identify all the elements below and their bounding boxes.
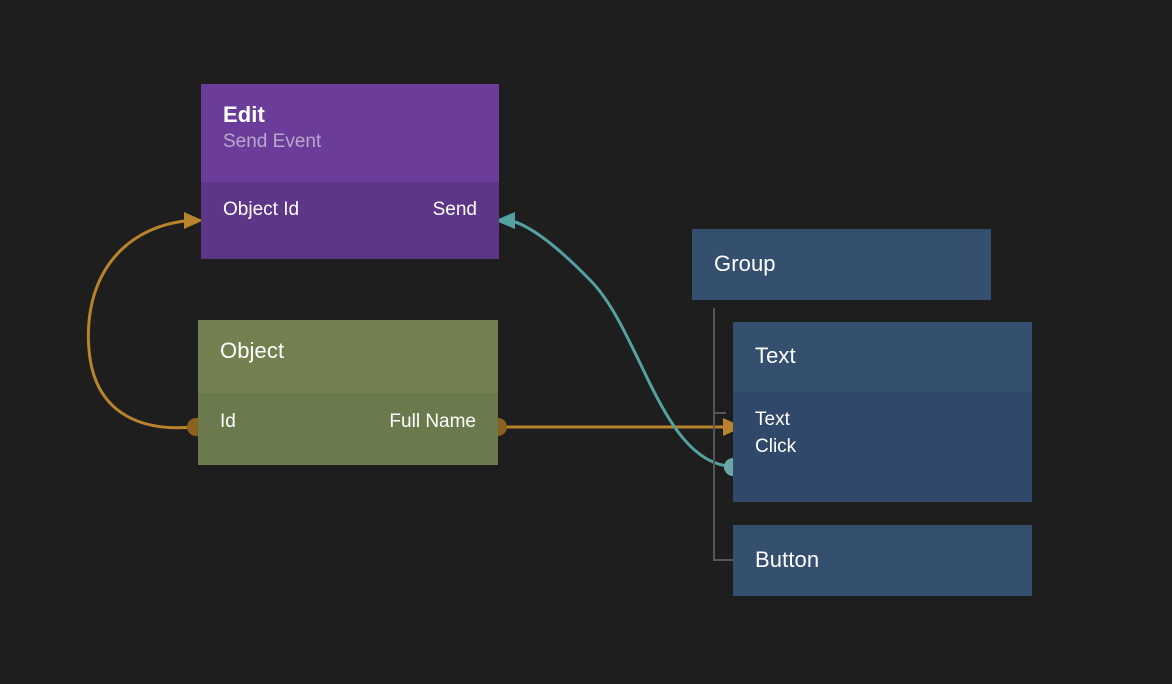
node-object-title: Object <box>220 338 285 363</box>
port-label-object-fullname[interactable]: Full Name <box>389 410 476 432</box>
node-edit-title: Edit <box>223 102 265 127</box>
node-button-title: Button <box>755 547 820 572</box>
node-text[interactable]: Text Text Click <box>733 322 1032 502</box>
node-edit-header: Edit Send Event <box>201 84 499 182</box>
node-text-header: Text <box>733 322 1032 392</box>
tree-line-vertical <box>713 308 715 561</box>
node-text-title: Text <box>755 343 796 368</box>
node-button-header: Button <box>733 525 1032 596</box>
node-group[interactable]: Group <box>692 229 991 300</box>
node-edit-subtitle: Send Event <box>223 131 322 152</box>
node-text-port-row-text: Text <box>733 392 1032 432</box>
node-object-header: Object <box>198 320 498 393</box>
node-group-title: Group <box>714 251 776 276</box>
node-text-body: Text Click <box>733 392 1032 502</box>
port-label-text-click[interactable]: Click <box>755 436 797 457</box>
node-edit-port-row: Object Id Send <box>201 182 499 223</box>
port-label-edit-object-id[interactable]: Object Id <box>223 198 300 220</box>
node-group-header: Group <box>692 229 991 300</box>
node-text-port-row-click: Click <box>733 432 1032 462</box>
port-label-text-text[interactable]: Text <box>755 409 790 430</box>
tree-line-branch-text <box>713 412 726 414</box>
node-object-body: Id Full Name <box>198 393 498 465</box>
node-edit-body: Object Id Send <box>201 182 499 259</box>
node-object-port-row: Id Full Name <box>198 393 498 434</box>
node-button[interactable]: Button <box>733 525 1032 596</box>
tree-line-branch-button <box>713 559 733 561</box>
edge-path-object-id <box>86 219 194 430</box>
node-object[interactable]: Object Id Full Name <box>198 320 498 465</box>
edge-object-fullname-to-text-text <box>489 418 743 436</box>
node-edit[interactable]: Edit Send Event Object Id Send <box>201 84 499 259</box>
edge-object-id-to-edit-object-id <box>86 212 205 436</box>
port-label-object-id[interactable]: Id <box>220 410 236 432</box>
port-label-edit-send[interactable]: Send <box>432 198 477 220</box>
